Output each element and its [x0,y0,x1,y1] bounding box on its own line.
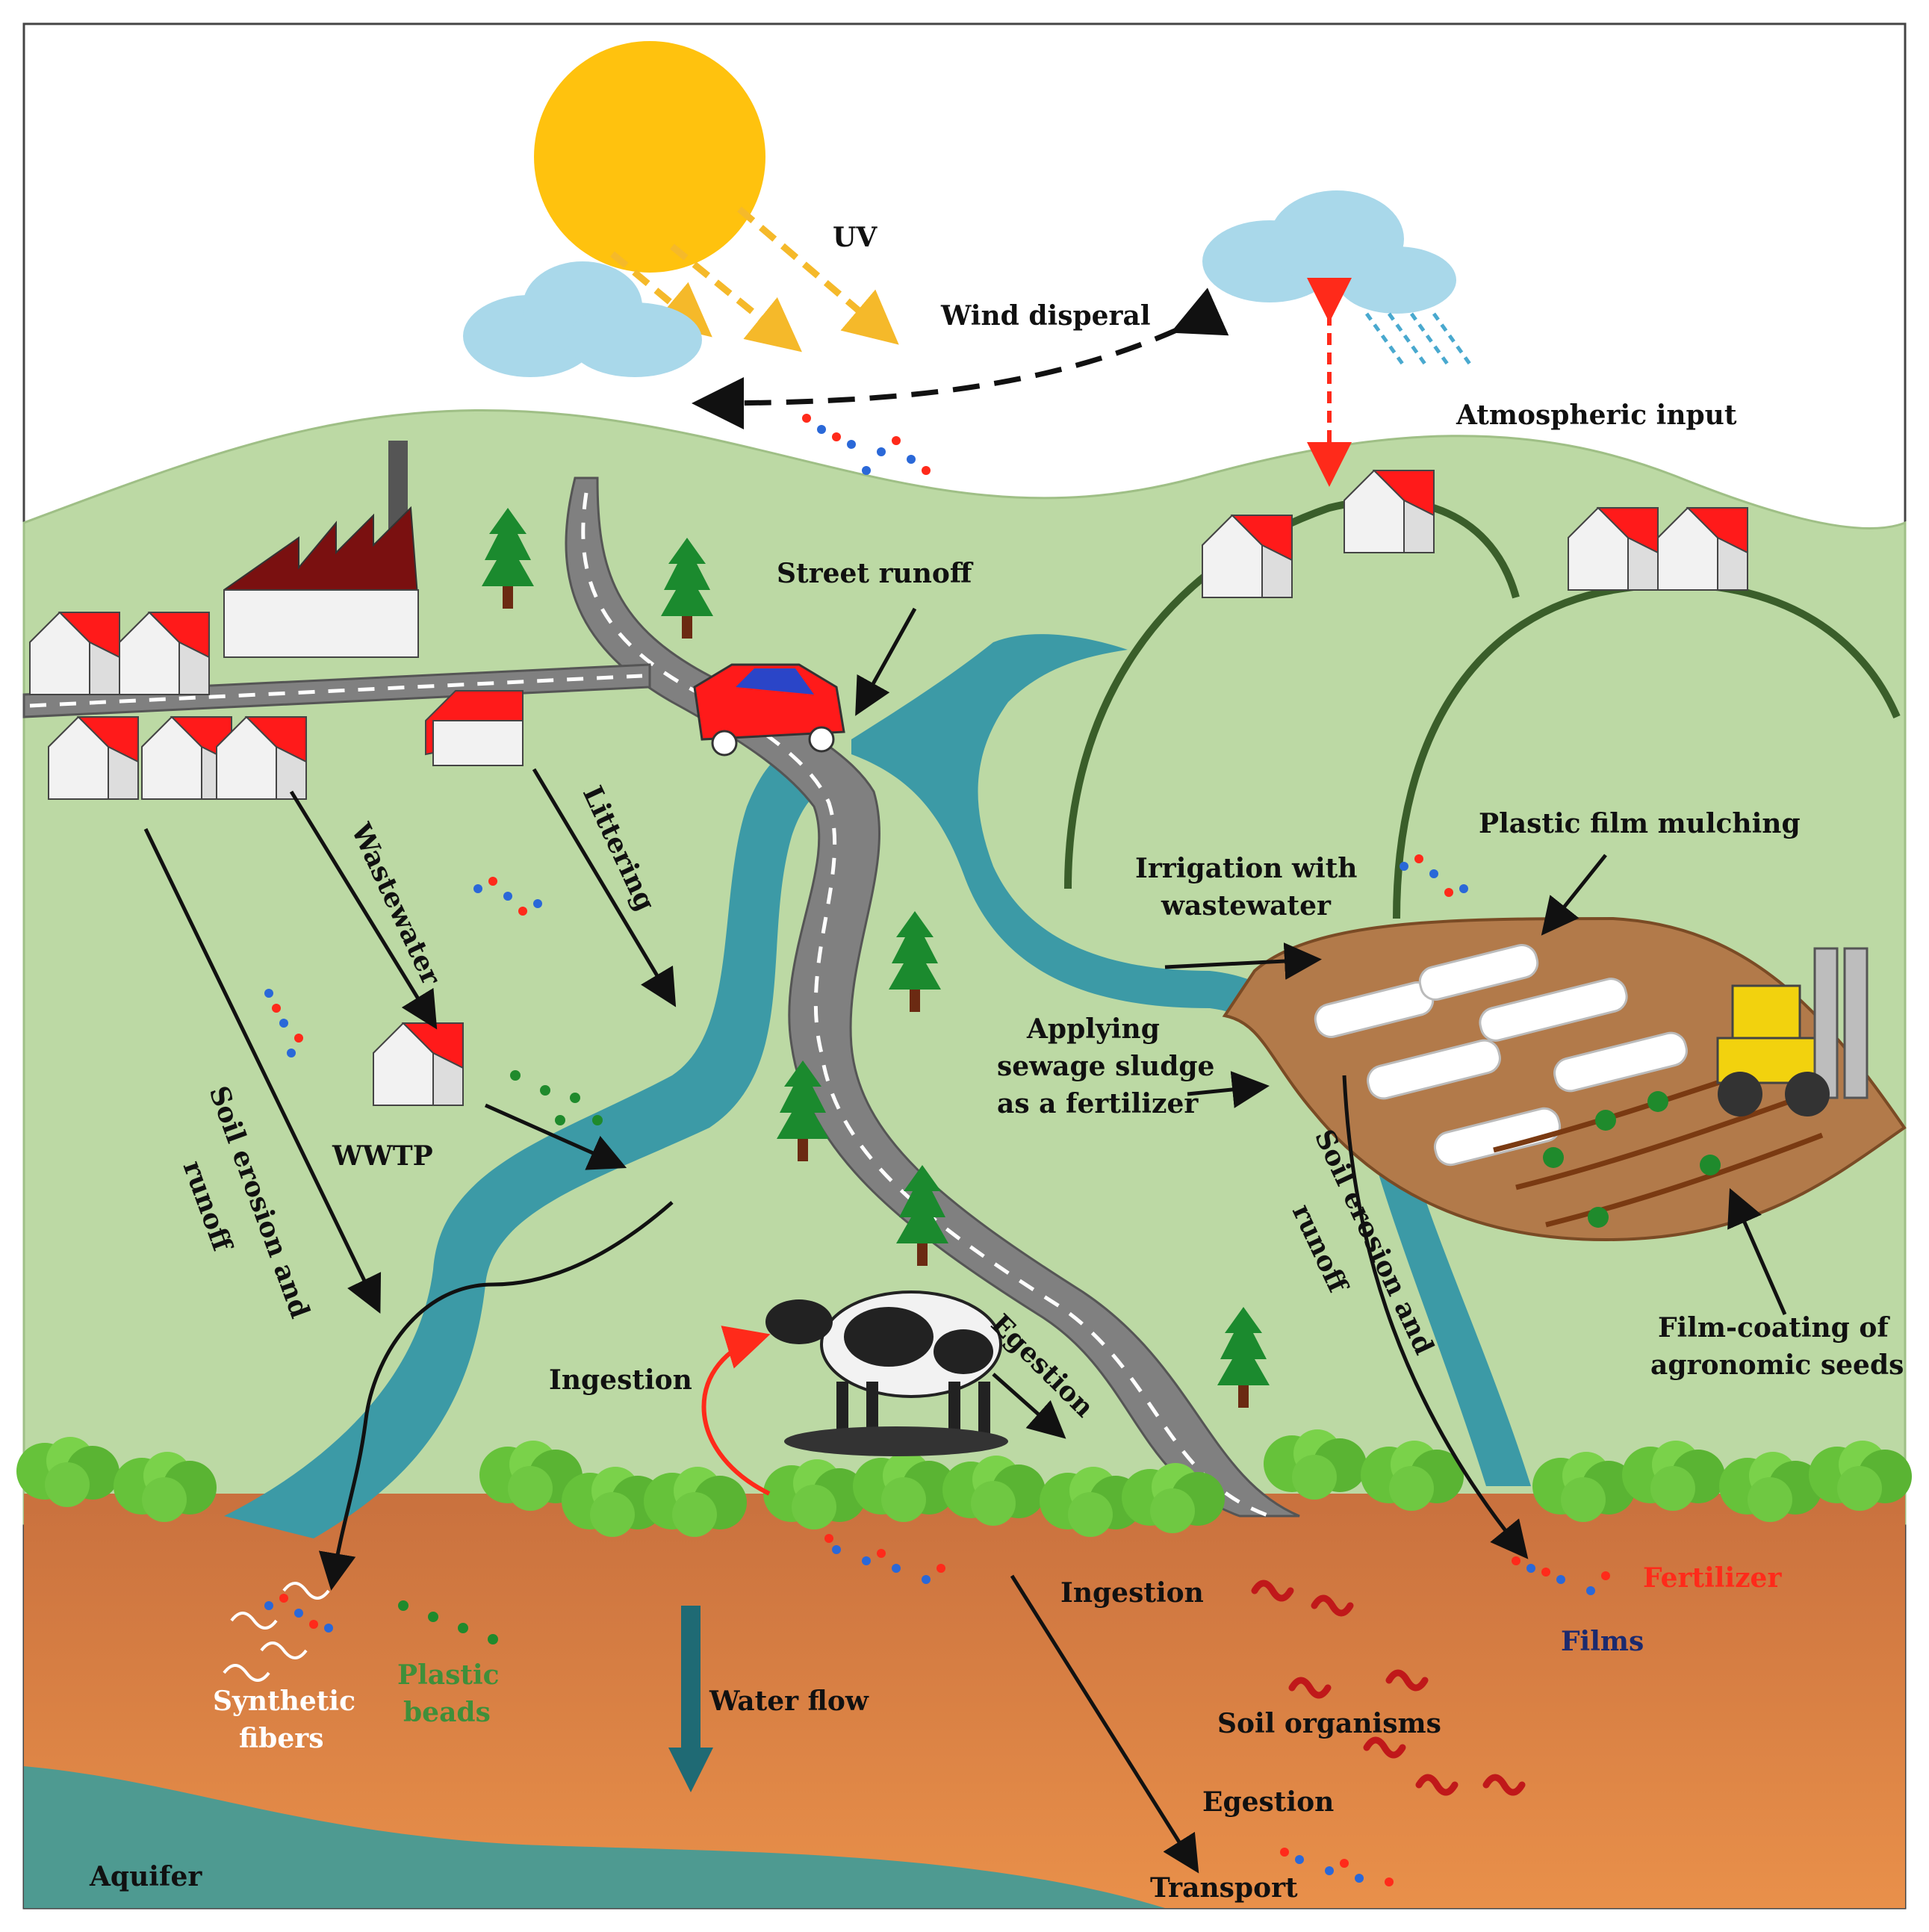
label-atmospheric-input: Atmospheric input [1456,400,1737,431]
label-soil-organisms: Soil organisms [1217,1708,1441,1739]
river-left [224,752,859,1538]
label-irrigation-2: wastewater [1161,890,1332,922]
cloud-icon [463,261,702,377]
label-sludge-1: Applying [1026,1013,1160,1045]
label-fertilizer: Fertilizer [1643,1562,1782,1594]
cloud-icon-right [1202,190,1456,314]
sun-icon [534,41,765,273]
water-flow-arrow [668,1606,713,1792]
label-films: Films [1561,1626,1644,1657]
car-icon [693,663,845,757]
tractor-icon [1716,947,1869,1116]
label-plastic-beads-1: Plastic [397,1659,500,1691]
shop-icon [425,690,524,766]
river-right [851,634,1352,1135]
label-irrigation-1: Irrigation with [1135,853,1357,884]
factory-icon [223,441,420,658]
label-sludge-2: sewage sludge [997,1051,1214,1082]
flow-arrows [143,607,1787,1874]
rain-icon [1364,312,1473,367]
side-road-dashes [29,674,643,708]
main-road-dashes [581,492,1270,1518]
microplastic-particles-icon [264,414,1610,1886]
label-synthetic-1: Synthetic [213,1686,355,1717]
soil [24,1494,1905,1908]
cow-icon [765,1290,1008,1456]
label-seed-coating-2: agronomic seeds [1650,1349,1904,1381]
wind-dispersal-arrow [692,288,1229,429]
label-plastic-film-mulching: Plastic film mulching [1479,808,1801,839]
label-synthetic-2: fibers [239,1723,323,1754]
aquifer-layer [24,1766,1165,1908]
label-sludge-3: as a fertilizer [997,1088,1199,1119]
cow-ingestion-arrow [701,1326,771,1496]
label-ingestion-soil: Ingestion [1060,1577,1204,1609]
river-down-right [1359,1105,1531,1486]
label-ingestion-cow: Ingestion [549,1364,692,1396]
synthetic-fibers-icon [223,1582,330,1682]
label-transport: Transport [1150,1872,1298,1904]
field [1222,916,1907,1242]
label-uv: UV [833,222,877,253]
label-aquifer: Aquifer [89,1861,202,1892]
label-seed-coating-1: Film-coating of [1658,1312,1890,1344]
label-egestion-soil: Egestion [1202,1786,1334,1818]
label-plastic-beads-2: beads [403,1697,491,1728]
label-wind-dispersal: Wind disperal [940,300,1151,332]
label-street-runoff: Street runoff [777,558,974,589]
label-wwtp: WWTP [332,1140,433,1172]
label-water-flow: Water flow [709,1686,869,1717]
